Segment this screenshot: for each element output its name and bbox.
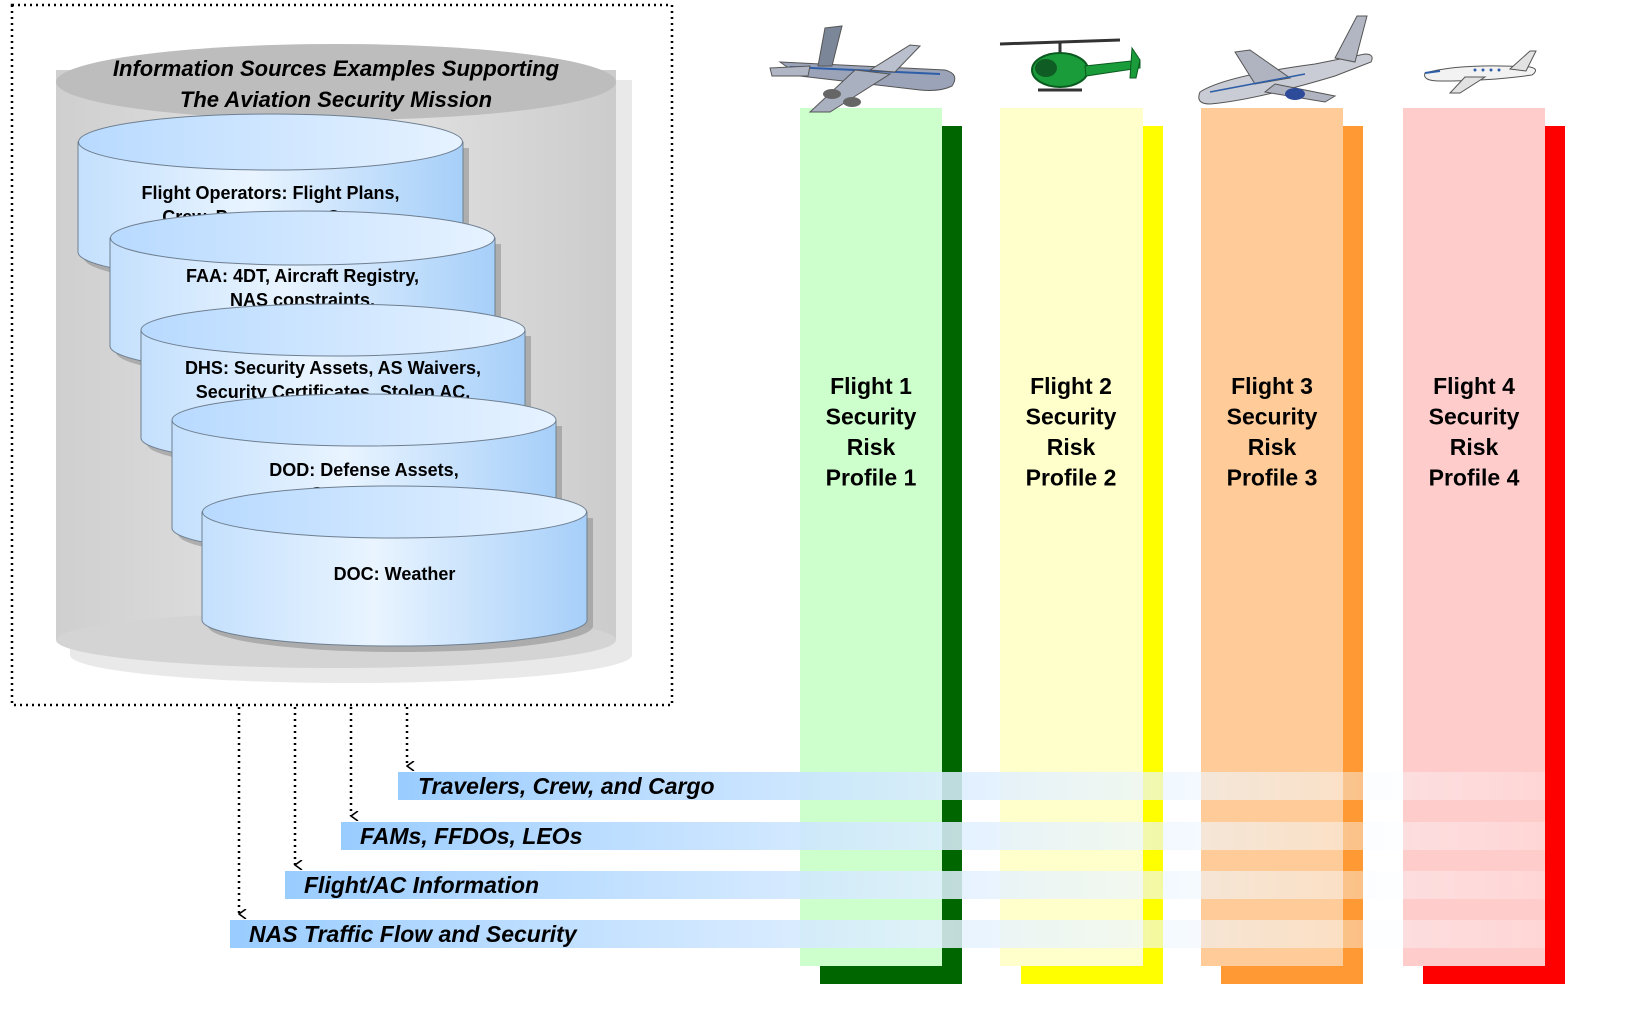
flight-4-label-line-3: Risk	[1450, 434, 1499, 460]
flight-3-label-line-4: Profile 3	[1227, 465, 1318, 491]
source-frame	[10, 3, 674, 707]
flight-1-label-line-3: Risk	[847, 434, 896, 460]
band-1-label: Travelers, Crew, and Cargo	[418, 773, 715, 799]
band-3	[285, 871, 1545, 899]
flight-3-label-line-1: Flight 3	[1231, 373, 1313, 399]
flight-1-label-line-4: Profile 1	[826, 465, 917, 491]
airliner-icon	[1198, 15, 1373, 105]
database-4-line-1: DOD: Defense Assets,	[269, 460, 458, 480]
database-cylinder-5: DOC: Weather	[201, 485, 593, 653]
band-2	[341, 822, 1545, 850]
flight-1-label-line-2: Security	[826, 404, 917, 430]
database-3-line-1: DHS: Security Assets, AS Waivers,	[185, 358, 481, 378]
band-4-label: NAS Traffic Flow and Security	[249, 921, 578, 947]
database-5-line-1: DOC: Weather	[334, 564, 456, 584]
flight-4-label-line-4: Profile 4	[1429, 465, 1520, 491]
flight-3-label-line-3: Risk	[1248, 434, 1297, 460]
flight-2-label-line-2: Security	[1026, 404, 1117, 430]
database-1-line-1: Flight Operators: Flight Plans,	[141, 183, 399, 203]
flight-3-label-line-2: Security	[1227, 404, 1318, 430]
band-4	[230, 920, 1545, 948]
database-stack: Flight Operators: Flight Plans,Crew, Pas…	[77, 113, 593, 653]
connector-arrows	[237, 707, 407, 914]
band-3-label: Flight/AC Information	[304, 872, 539, 898]
flight-1-label-line-1: Flight 1	[830, 373, 912, 399]
flight-4-label-line-1: Flight 4	[1433, 373, 1515, 399]
helicopter-icon	[999, 38, 1141, 92]
flight-column-edges	[820, 126, 1565, 984]
flight-2-label-line-3: Risk	[1047, 434, 1096, 460]
jumbo-jet-icon	[769, 25, 956, 113]
flight-4-label-line-2: Security	[1429, 404, 1520, 430]
source-header-line2: The Aviation Security Mission	[180, 87, 492, 112]
source-header-line1: Information Sources Examples Supporting	[113, 56, 560, 81]
business-jet-icon	[1424, 50, 1537, 94]
cylinder-top	[56, 44, 616, 120]
flight-2-label-line-4: Profile 2	[1026, 465, 1117, 491]
band-1	[398, 772, 1545, 800]
flight-2-label-line-1: Flight 2	[1030, 373, 1112, 399]
database-2-line-1: FAA: 4DT, Aircraft Registry,	[186, 266, 419, 286]
band-2-label: FAMs, FFDOs, LEOs	[360, 823, 582, 849]
info-bands	[230, 772, 1545, 948]
